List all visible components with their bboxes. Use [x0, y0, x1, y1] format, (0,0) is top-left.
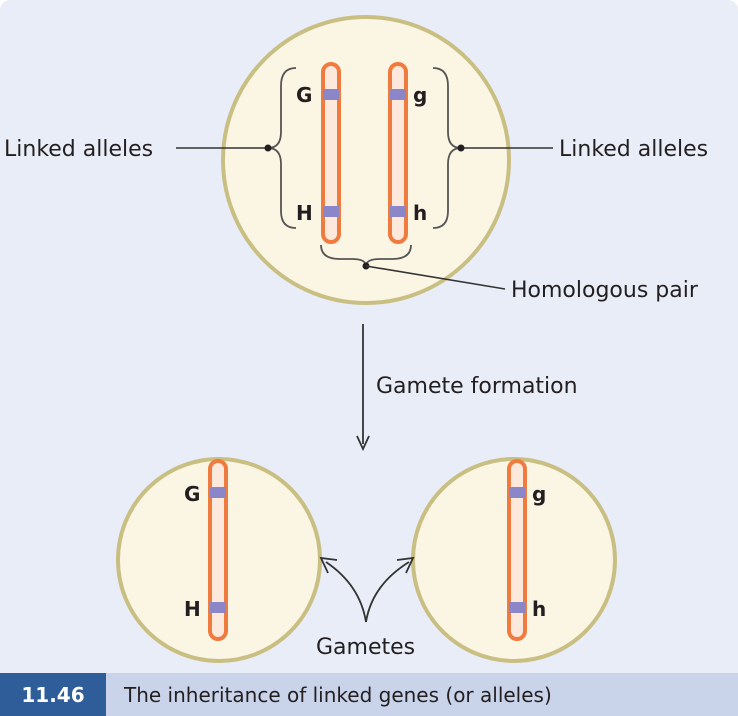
parent-chromosome-left [321, 62, 341, 244]
gametes-arrow-left [325, 561, 367, 623]
gamete-left-band-H [210, 602, 226, 613]
allele-label-g: g [413, 83, 427, 107]
gamete-right-band-h [509, 602, 525, 613]
label-homologous-pair: Homologous pair [511, 278, 699, 303]
gamete-chromosome-right [507, 459, 527, 641]
label-gametes: Gametes [316, 635, 415, 660]
allele-band-h [390, 206, 406, 217]
homologous-leader-line [365, 265, 506, 290]
gamete-right-label-g: g [532, 482, 546, 506]
caption-bar: 11.46 The inheritance of linked genes (o… [0, 673, 738, 716]
gamete-chromosome-left [208, 459, 228, 641]
gametes-arrowhead-left [319, 556, 338, 574]
right-leader-dot [457, 144, 465, 152]
gametes-arrowhead-right [396, 556, 415, 574]
gamete-formation-arrowhead [356, 435, 370, 452]
allele-label-h: h [413, 201, 427, 225]
allele-label-G: G [296, 83, 312, 107]
parent-chromosome-right [388, 62, 408, 244]
allele-band-G [323, 89, 339, 100]
allele-band-H [323, 206, 339, 217]
gamete-left-label-H: H [184, 597, 201, 621]
left-leader-dot [264, 144, 272, 152]
allele-band-g [390, 89, 406, 100]
label-linked-alleles-left: Linked alleles [4, 137, 153, 162]
gamete-right-band-g [509, 487, 525, 498]
label-linked-alleles-right: Linked alleles [559, 137, 708, 162]
gamete-left-band-G [210, 487, 226, 498]
gamete-left-label-G: G [184, 482, 200, 506]
gamete-right-label-h: h [532, 597, 546, 621]
parent-cell [221, 15, 511, 305]
gametes-arrow-right [365, 561, 410, 623]
label-gamete-formation: Gamete formation [376, 374, 578, 399]
figure-number: 11.46 [0, 673, 106, 716]
figure-title: The inheritance of linked genes (or alle… [124, 682, 552, 707]
allele-label-H: H [296, 201, 313, 225]
